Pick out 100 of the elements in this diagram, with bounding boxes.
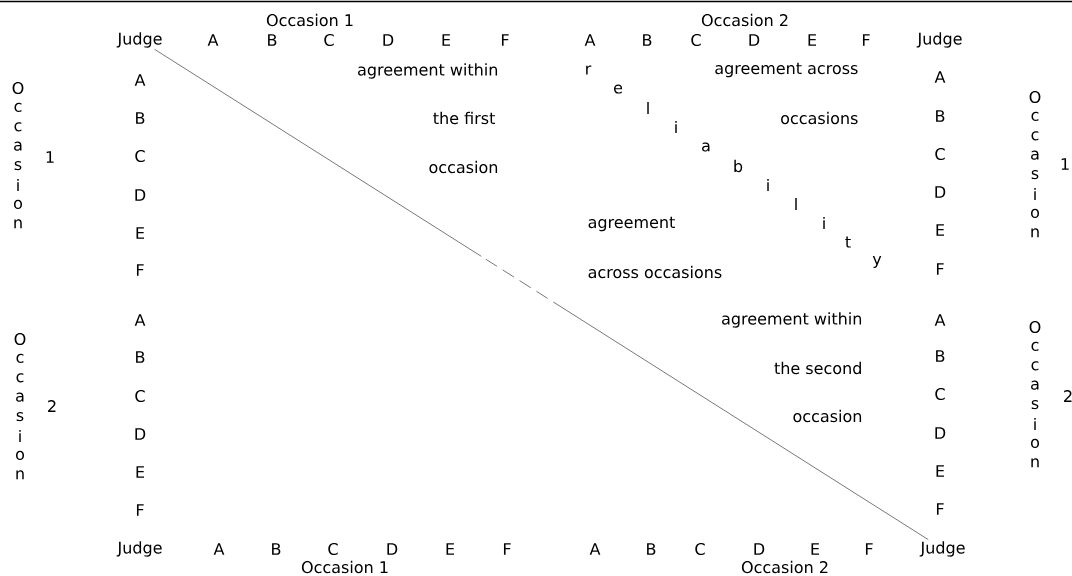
axis-title-letter: c	[14, 122, 22, 132]
row-header: F	[136, 504, 144, 516]
axis-title-number: 1	[46, 151, 54, 163]
row-header: E	[136, 227, 144, 239]
axis-title-letter: c	[1031, 131, 1039, 141]
diagonal-letter: b	[734, 159, 743, 173]
axis-title-letter: i	[1034, 417, 1036, 431]
axis-title-number: 2	[1064, 390, 1072, 402]
column-header: F	[865, 543, 873, 555]
axis-title-letter: O	[1029, 90, 1041, 104]
row-header: F	[936, 263, 944, 275]
column-header: F	[862, 34, 870, 46]
row-header: E	[936, 465, 945, 477]
diagonal-letter: l	[647, 101, 649, 115]
diagonal-letter: i	[823, 216, 825, 230]
annotation: the second	[774, 361, 861, 375]
row-header: A	[934, 71, 946, 83]
axis-title-letter: i	[19, 429, 21, 443]
axis-title-letter: i	[1034, 187, 1036, 201]
column-header: A	[589, 543, 601, 555]
axis-title-letter: c	[16, 353, 24, 363]
row-header: F	[936, 503, 944, 515]
column-header: B	[272, 543, 281, 555]
axis-title-letter: a	[14, 141, 22, 151]
diagonal-letter: l	[795, 197, 797, 211]
axis-title-letter: i	[17, 178, 19, 192]
column-header: A	[584, 34, 596, 46]
annotation: occasion	[793, 409, 862, 423]
diagonal-letter: i	[767, 178, 769, 192]
row-header: D	[135, 428, 146, 440]
diagonal-letter: a	[702, 142, 710, 152]
column-header: C	[328, 542, 338, 556]
axis-title: Occasion 2	[741, 560, 828, 574]
column-header: E	[808, 34, 817, 46]
judge-label: Judge	[116, 32, 162, 48]
column-header: E	[446, 543, 455, 555]
axis-title-letter: s	[16, 412, 24, 422]
axis-title-letter: c	[1031, 361, 1039, 371]
axis-title-letter: s	[1031, 170, 1039, 180]
axis-title-letter: c	[1031, 341, 1039, 351]
row-header: A	[134, 314, 146, 326]
column-header: D	[383, 34, 394, 46]
column-header: C	[695, 542, 705, 556]
axis-title-letter: O	[1029, 320, 1041, 334]
row-header: B	[136, 351, 145, 363]
row-header: C	[935, 387, 945, 401]
column-header: A	[207, 34, 219, 46]
judge-label: Judge	[919, 541, 965, 557]
annotation: the first	[433, 111, 495, 125]
axis-title-letter: n	[1031, 228, 1039, 238]
axis-title-letter: a	[16, 392, 24, 402]
diagonal-letter: y	[872, 256, 882, 269]
axis-title-letter: n	[1031, 458, 1039, 468]
annotation: agreement within	[358, 63, 498, 79]
annotation: agreement across	[715, 62, 858, 78]
axis-title-number: 2	[48, 400, 56, 412]
diagonal-letter: e	[613, 84, 623, 94]
axis-title-letter: c	[16, 373, 24, 383]
axis-title: Occasion 1	[301, 560, 388, 574]
column-header: B	[647, 543, 656, 555]
axis-title-letter: c	[1031, 111, 1039, 121]
axis-title-letter: O	[12, 81, 24, 95]
axis-title-letter: o	[16, 450, 24, 460]
diagonal-letter: t	[845, 236, 851, 248]
axis-title-letter: o	[1031, 208, 1039, 218]
row-header: C	[135, 149, 145, 163]
axis-title-letter: o	[1031, 438, 1039, 448]
row-header: F	[136, 264, 144, 276]
column-header: F	[503, 543, 511, 555]
column-header: B	[268, 34, 277, 46]
column-header: C	[324, 33, 334, 47]
annotation: agreement	[588, 216, 675, 232]
axis-title-letter: s	[1031, 400, 1039, 410]
row-header: B	[936, 110, 945, 122]
axis-title: Occasion 1	[266, 13, 353, 27]
row-header: D	[935, 427, 946, 439]
diagonal-letter: r	[586, 65, 592, 75]
annotation: occasions	[781, 111, 858, 125]
row-header: D	[135, 189, 146, 201]
row-header: E	[936, 224, 945, 236]
column-header: B	[643, 34, 652, 46]
row-header: A	[934, 314, 946, 326]
column-header: D	[749, 34, 760, 46]
column-header: A	[213, 543, 225, 555]
axis-title: Occasion 2	[701, 13, 788, 27]
axis-title-letter: a	[1031, 380, 1039, 390]
axis-title-letter: O	[14, 332, 26, 346]
column-header: E	[811, 543, 820, 555]
column-header: D	[754, 543, 765, 555]
column-header: C	[691, 33, 701, 47]
column-header: E	[442, 34, 451, 46]
row-header: A	[134, 74, 146, 86]
row-header: C	[935, 147, 945, 161]
row-header: C	[135, 389, 145, 403]
annotation: occasion	[429, 160, 498, 174]
axis-title-letter: o	[14, 199, 22, 209]
axis-title-letter: n	[14, 219, 22, 229]
column-header: F	[501, 34, 509, 46]
column-header: D	[387, 543, 398, 555]
axis-title-letter: a	[1031, 150, 1039, 160]
